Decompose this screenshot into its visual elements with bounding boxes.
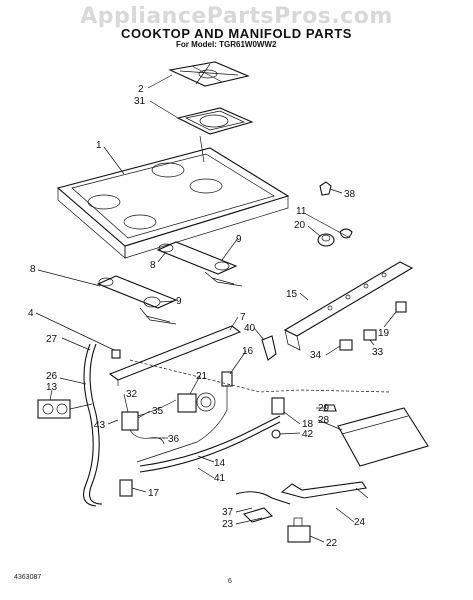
- callout-20: 20: [294, 220, 306, 231]
- callout-1: 1: [96, 140, 102, 151]
- screw-42[interactable]: [271, 429, 281, 439]
- callout-23: 23: [222, 519, 234, 530]
- callout-27: 27: [46, 334, 58, 345]
- pressure-regulator[interactable]: [37, 399, 93, 419]
- manifold-bracket[interactable]: [283, 261, 414, 351]
- callout-31: 31: [134, 96, 146, 107]
- diagram-title: COOKTOP AND MANIFOLD PARTS: [120, 26, 353, 41]
- page-number: 6: [228, 578, 232, 585]
- callout-29: 29: [318, 403, 330, 414]
- callout-15: 15: [286, 289, 298, 300]
- callout-19: 19: [378, 328, 390, 339]
- leader-lines: [35, 74, 397, 543]
- document-number: 4363087: [14, 574, 42, 581]
- callout-36: 36: [168, 434, 180, 445]
- callout-labels: 2 31 1 38 11 20 9 8 8 9 15 4 7 40 19 27 …: [28, 84, 390, 549]
- callout-26: 26: [46, 371, 58, 382]
- callout-13: 13: [46, 382, 58, 393]
- spark-wire[interactable]: [137, 399, 177, 417]
- callout-2: 2: [138, 84, 144, 95]
- knob-38[interactable]: [319, 181, 332, 196]
- callout-18: 18: [302, 419, 314, 430]
- callout-38: 38: [344, 189, 356, 200]
- callout-9-lower: 9: [176, 296, 182, 307]
- orifice-4[interactable]: [111, 349, 121, 359]
- burner-grate[interactable]: [168, 61, 250, 87]
- callout-9-upper: 9: [236, 234, 242, 245]
- callout-43: 43: [94, 420, 106, 431]
- callout-22: 22: [326, 538, 338, 549]
- model-subtitle: For Model: TGR61W0WW2: [176, 40, 277, 49]
- bracket-18[interactable]: [271, 397, 285, 415]
- oven-burner-tube[interactable]: [139, 415, 281, 473]
- callout-34: 34: [310, 350, 322, 361]
- callout-21: 21: [196, 371, 208, 382]
- clip-11[interactable]: [339, 228, 353, 239]
- clip-19[interactable]: [395, 301, 407, 313]
- thermostat[interactable]: [136, 371, 233, 463]
- callout-42: 42: [302, 429, 314, 440]
- valve-34[interactable]: [339, 339, 353, 351]
- callout-16: 16: [242, 346, 254, 357]
- oven-igniter[interactable]: [280, 481, 369, 499]
- callout-24: 24: [354, 517, 366, 528]
- bracket-40[interactable]: [261, 335, 277, 361]
- callout-4: 4: [28, 308, 34, 319]
- broil-burner[interactable]: [235, 491, 291, 523]
- safety-valve[interactable]: [287, 517, 311, 543]
- burner-valve[interactable]: [177, 392, 216, 413]
- callout-8-lower: 8: [30, 264, 36, 275]
- callout-11: 11: [296, 206, 307, 217]
- knob-20[interactable]: [317, 233, 335, 247]
- watermark: AppliancePartsPros.com: [80, 4, 393, 29]
- callout-41: 41: [214, 473, 226, 484]
- burner-bowl[interactable]: [176, 107, 254, 135]
- screw-29[interactable]: [323, 404, 337, 412]
- cooktop[interactable]: [56, 135, 290, 259]
- callout-40: 40: [244, 323, 256, 334]
- callout-14: 14: [214, 458, 226, 469]
- callout-28: 28: [318, 415, 330, 426]
- top-burner-lower[interactable]: [96, 275, 178, 325]
- burner-baffle[interactable]: [337, 407, 429, 467]
- callout-7: 7: [240, 312, 246, 323]
- callout-17: 17: [148, 488, 160, 499]
- burner-support[interactable]: [108, 325, 242, 386]
- valve-33[interactable]: [363, 329, 377, 341]
- callout-8-upper: 8: [150, 260, 156, 271]
- bracket-17[interactable]: [119, 479, 133, 497]
- callout-33: 33: [372, 347, 384, 358]
- callout-35: 35: [152, 406, 164, 417]
- gas-tubing[interactable]: [83, 343, 391, 507]
- callout-32: 32: [126, 389, 138, 400]
- top-burner-upper[interactable]: [156, 241, 243, 287]
- callout-37: 37: [222, 507, 234, 518]
